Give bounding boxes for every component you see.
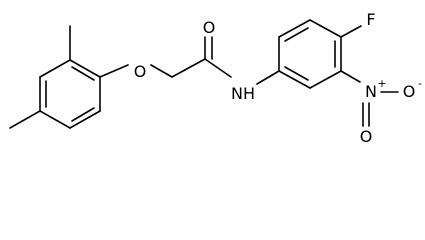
ring-bond [39,59,71,78]
nitro-plus-charge: + [377,77,386,90]
carbon-nitro-bond [340,70,361,83]
aryl-oxygen-bond [99,64,129,78]
dimethylphenyl-ring [39,59,101,129]
structure-svg: O O N H F N + O O - [9,10,422,146]
ring-bond [69,59,101,78]
ether-oxygen-label: O [134,62,147,81]
ring-double-bond [71,66,95,81]
carbonyl-nitrogen-bond [204,58,232,78]
amide-hydrogen-label: H [243,84,255,103]
ring-bond [309,19,342,38]
ring-bond [39,110,71,129]
amide-nitrogen-label: N [231,84,243,103]
ring-double-bond [284,66,309,81]
nitrogen-aryl-bond [256,70,280,85]
nitro-minus-charge: - [418,77,422,90]
nitro-nitrogen-label: N [365,82,377,101]
ring-double-bond [71,107,95,122]
fluoronitrophenyl-ring [278,19,342,89]
ring-bond [69,110,101,129]
ring-bond [278,70,311,89]
carbonyl-oxygen-label: O [203,18,216,37]
methyl-bond-para [9,110,41,129]
ring-bond [278,19,311,38]
carbon-fluorine-bond [340,25,362,38]
molecule-drawing: O O N H F N + O O - [9,10,422,146]
nitro-oxygen-double-label: O [360,127,373,146]
fluorine-label: F [366,10,375,29]
ring-bond [309,70,342,89]
nitro-oxygen-single-label: O [403,82,416,101]
ring-double-bond [284,27,309,42]
oxygen-ch2-bond [150,64,173,78]
ch2-carbonyl-bond [171,58,206,78]
